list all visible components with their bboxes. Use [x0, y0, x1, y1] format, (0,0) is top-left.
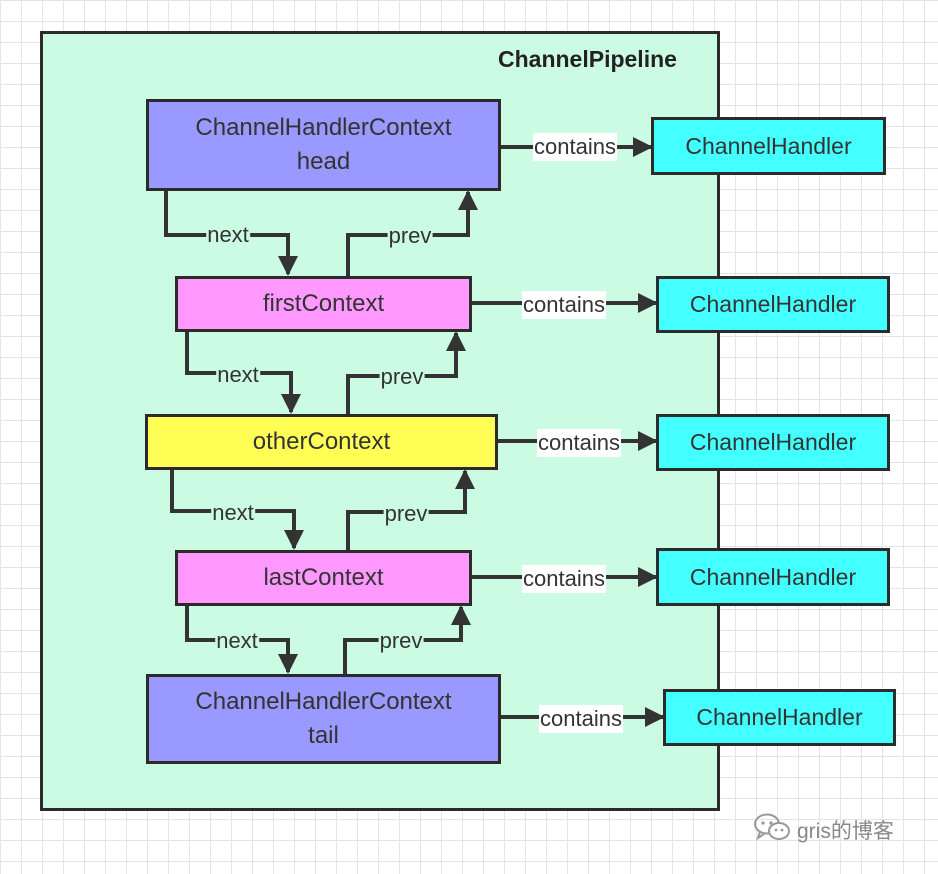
- next-label-2: next: [216, 361, 260, 389]
- next-label-4: next: [215, 627, 259, 655]
- handler-node-2: ChannelHandler: [656, 276, 890, 333]
- handler-node-4: ChannelHandler: [656, 548, 890, 606]
- context-node-other-label: otherContext: [252, 428, 391, 455]
- handler-node-5: ChannelHandler: [663, 689, 896, 746]
- context-node-tail-line2: tail: [308, 722, 339, 749]
- contains-label-other: contains: [537, 429, 621, 457]
- handler-node-2-label: ChannelHandler: [689, 291, 857, 317]
- prev-label-3: prev: [383, 500, 429, 528]
- handler-node-5-label: ChannelHandler: [696, 704, 863, 730]
- context-node-tail-line1: ChannelHandlerContext: [195, 688, 452, 715]
- context-node-head: ChannelHandlerContext head: [146, 99, 501, 191]
- prev-label-4: prev: [378, 627, 424, 655]
- watermark: gris的博客: [753, 812, 894, 848]
- wechat-icon: [753, 812, 791, 848]
- handler-node-4-label: ChannelHandler: [689, 563, 857, 590]
- watermark-text: gris的博客: [797, 820, 894, 843]
- context-node-last-label: lastContext: [263, 564, 384, 591]
- context-node-first-label: firstContext: [262, 290, 385, 317]
- context-node-head-line2: head: [296, 148, 351, 175]
- next-label-3: next: [211, 499, 255, 527]
- handler-node-1: ChannelHandler: [651, 117, 886, 175]
- contains-label-last: contains: [522, 565, 606, 593]
- contains-label-first: contains: [522, 291, 606, 319]
- handler-node-1-label: ChannelHandler: [685, 132, 852, 159]
- handler-node-3: ChannelHandler: [656, 414, 890, 471]
- handler-node-3-label: ChannelHandler: [689, 429, 857, 455]
- contains-label-tail: contains: [539, 705, 623, 733]
- channel-pipeline-label: ChannelPipeline: [498, 46, 677, 72]
- next-label-1: next: [206, 221, 250, 249]
- context-node-last: lastContext: [175, 550, 472, 606]
- context-node-tail: ChannelHandlerContext tail: [146, 674, 501, 764]
- prev-label-2: prev: [379, 363, 425, 391]
- prev-label-1: prev: [387, 222, 433, 250]
- context-node-first: firstContext: [175, 276, 472, 332]
- context-node-head-line1: ChannelHandlerContext: [195, 114, 452, 141]
- contains-label-head: contains: [533, 133, 617, 161]
- context-node-other: otherContext: [145, 414, 498, 470]
